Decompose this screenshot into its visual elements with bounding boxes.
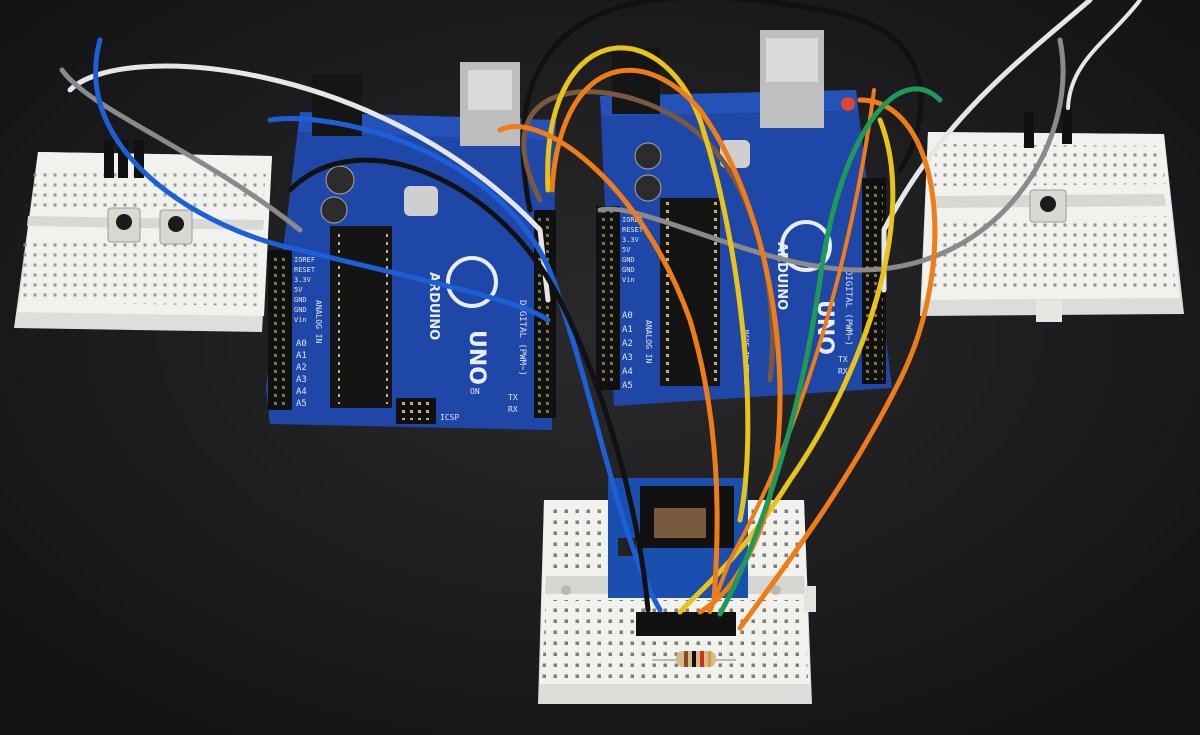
power-pin-reset-right: RESET — [622, 226, 644, 234]
power-pin-gnd1-right: GND — [622, 256, 635, 264]
tactile-button-icon[interactable] — [159, 209, 193, 245]
wire-green — [717, 86, 943, 617]
rx-label: RX — [508, 405, 518, 414]
power-pin-3v3: 3.3V — [294, 276, 312, 284]
left-arduino-board: ARDUINO UNO DIGITAL (PWM~) ANALOG IN A0 … — [266, 62, 556, 430]
wire-yellow-top — [545, 45, 751, 523]
analog-pin-a5: A5 — [296, 399, 307, 409]
icsp-label: ICSP — [440, 413, 459, 422]
usb-b-port-icon — [760, 30, 824, 128]
wire-yellow-right — [677, 117, 896, 615]
power-pin-ioref-right: IOREF — [622, 216, 643, 224]
wire-orange-2 — [497, 124, 720, 603]
wire-gray-right — [597, 37, 1066, 273]
wire-orange-4 — [708, 88, 876, 614]
analog-header-label-right: ANALOG IN — [644, 320, 653, 364]
uno-model-text: UNO — [464, 330, 489, 385]
analog-pin-a4-right: A4 — [622, 367, 633, 377]
wire-white-right-2 — [1066, 0, 1142, 110]
right-breadboard — [920, 108, 1184, 322]
tx-label-right: TX — [838, 355, 848, 364]
tactile-button-icon[interactable] — [1029, 189, 1067, 223]
arduino-logo-text: ARDUINO — [426, 272, 441, 340]
power-pin-5v: 5V — [294, 286, 303, 294]
analog-pin-a2-right: A2 — [622, 339, 633, 349]
on-label: ON — [470, 387, 480, 396]
wire-white-left — [67, 63, 551, 303]
arduino-logo-text-right: ARDUINO — [774, 242, 789, 310]
tactile-button-icon[interactable] — [107, 207, 141, 243]
power-pin-5v-right: 5V — [622, 246, 631, 254]
power-pin-3v3-right: 3.3V — [622, 236, 640, 244]
digital-header-label-right: DIGITAL (PWM~) — [843, 270, 853, 346]
wire-white-right — [881, 0, 1093, 293]
wire-blue-left — [93, 37, 551, 323]
tx-label: TX — [508, 393, 518, 402]
wire-black-top — [520, 0, 924, 213]
wire-black-long — [287, 157, 651, 613]
wire-orange-3 — [737, 97, 938, 631]
usb-b-port-icon — [460, 62, 520, 146]
analog-pin-a3: A3 — [296, 375, 307, 385]
rx-label-right: RX — [838, 367, 848, 376]
power-pin-vin: Vin — [294, 316, 307, 324]
analog-pin-a0-right: A0 — [622, 311, 633, 321]
resistor-icon — [652, 651, 736, 667]
power-pin-gnd2: GND — [294, 306, 307, 314]
analog-pin-a1: A1 — [296, 351, 307, 361]
power-pin-gnd1: GND — [294, 296, 307, 304]
analog-pin-a3-right: A3 — [622, 353, 633, 363]
jumper-wires — [59, 0, 1142, 631]
analog-header-label: ANALOG IN — [314, 300, 323, 344]
power-pin-reset: RESET — [294, 266, 316, 274]
analog-pin-a1-right: A1 — [622, 325, 633, 335]
analog-pin-a4: A4 — [296, 387, 307, 397]
power-pin-ioref: IOREF — [294, 256, 315, 264]
analog-pin-a5-right: A5 — [622, 381, 633, 391]
power-pin-gnd2-right: GND — [622, 266, 635, 274]
analog-pin-a2: A2 — [296, 363, 307, 373]
wire-gray-left — [59, 67, 303, 233]
left-breadboard — [14, 140, 272, 332]
analog-pin-a0: A0 — [296, 339, 307, 349]
power-pin-vin-right: Vin — [622, 276, 635, 284]
digital-header-label: DIGITAL (PWM~) — [517, 300, 527, 376]
